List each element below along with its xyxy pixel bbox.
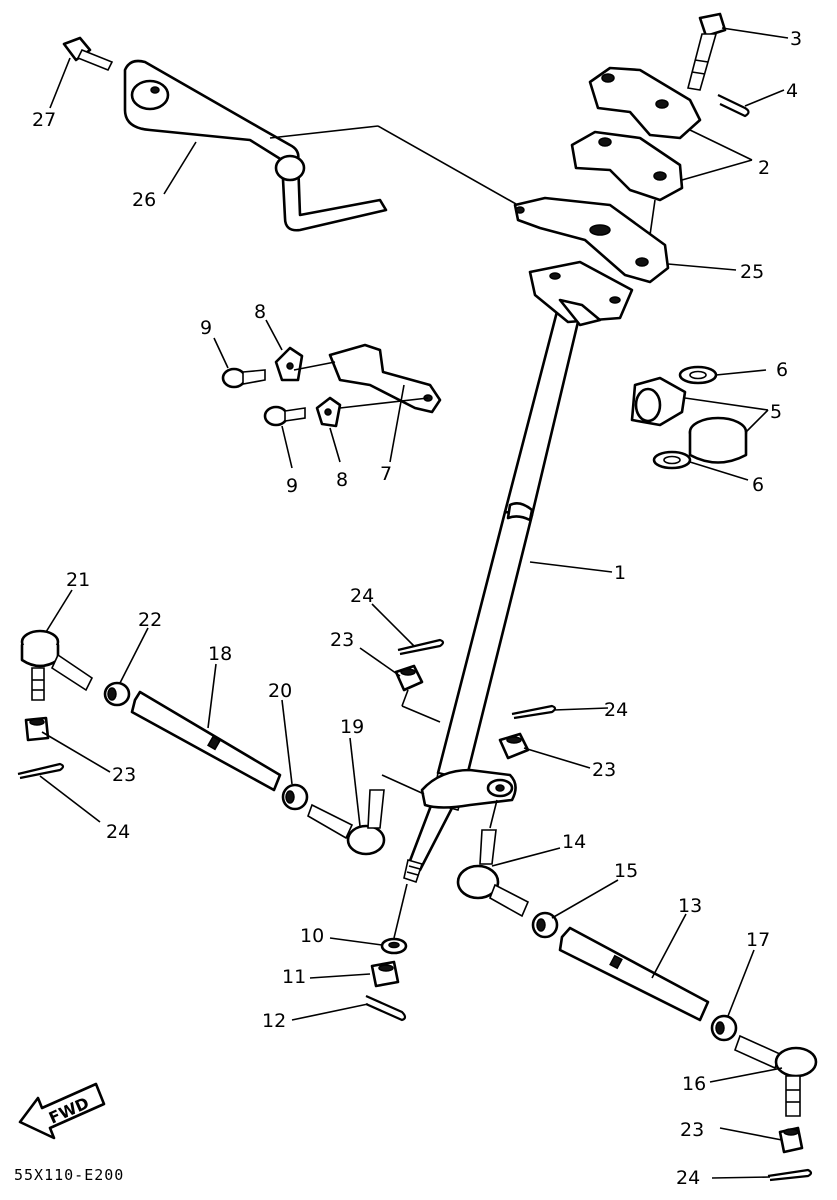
handlebar-holder-lower (570, 130, 684, 202)
cotter-pin-24-right (767, 1168, 813, 1182)
handlebar (123, 59, 388, 232)
callout-6a: 6 (776, 359, 788, 381)
callout-2: 2 (758, 157, 770, 179)
callout-13: 13 (678, 895, 702, 917)
screw-lower (263, 405, 306, 427)
callout-9a: 9 (200, 317, 212, 339)
nut-23-left (24, 716, 50, 742)
callout-23d: 23 (680, 1119, 704, 1141)
callout-4: 4 (786, 80, 798, 102)
callout-labels: 1 2 3 4 5 6 6 7 8 8 9 9 10 11 12 13 14 1… (32, 28, 802, 1189)
callout-24c: 24 (604, 699, 628, 721)
cotter-pin-24-left (17, 762, 65, 780)
washer-10 (380, 937, 408, 955)
cotter-pin-4 (717, 94, 750, 118)
callout-14: 14 (562, 831, 586, 853)
callout-10: 10 (300, 925, 324, 947)
bushing-lower (688, 416, 748, 464)
steering-shaft (403, 260, 634, 884)
clamp-upper (274, 346, 304, 382)
callout-18: 18 (208, 643, 232, 665)
tie-rod-end-21 (20, 629, 94, 701)
nut-23-center (498, 732, 530, 760)
tie-rod-18 (130, 690, 282, 792)
nut-23-right (778, 1126, 804, 1154)
tie-rod-end-14 (456, 829, 530, 918)
washer-upper (678, 365, 718, 385)
callout-15: 15 (614, 860, 638, 882)
washer-lower (652, 450, 692, 470)
nut-23-upper (394, 664, 424, 692)
callout-26: 26 (132, 189, 156, 211)
handlebar-holder-upper (588, 66, 702, 140)
callout-3: 3 (790, 28, 802, 50)
callout-23c: 23 (592, 759, 616, 781)
callout-25: 25 (740, 261, 764, 283)
callout-20: 20 (268, 680, 292, 702)
bushing-upper (630, 376, 687, 427)
callout-16: 16 (682, 1073, 706, 1095)
tie-rod-end-16 (733, 1034, 818, 1117)
cotter-pin-24-upper (397, 638, 445, 656)
cable-bracket (328, 343, 442, 414)
callout-12: 12 (262, 1010, 286, 1032)
handlebar-bolt (62, 36, 114, 72)
callout-24a: 24 (106, 821, 130, 843)
callout-7: 7 (380, 463, 392, 485)
clamp-lower (315, 396, 342, 428)
callout-8a: 8 (254, 301, 266, 323)
callout-9b: 9 (286, 475, 298, 497)
handlebar-holder-bracket (513, 196, 670, 284)
callout-19: 19 (340, 716, 364, 738)
fwd-arrow-icon: FWD (18, 1082, 106, 1140)
callout-23a: 23 (112, 764, 136, 786)
cotter-pin-24-center (511, 704, 557, 720)
callout-5: 5 (770, 401, 782, 423)
nut-20 (281, 783, 309, 811)
nut-15 (531, 911, 559, 939)
callout-23b: 23 (330, 629, 354, 651)
callout-24d: 24 (676, 1167, 700, 1189)
callout-21: 21 (66, 569, 90, 591)
callout-24b: 24 (350, 585, 374, 607)
callout-17: 17 (746, 929, 770, 951)
callout-1: 1 (614, 562, 626, 584)
tie-rod-13 (558, 926, 710, 1022)
leader-lines (39, 27, 789, 1179)
callout-8b: 8 (336, 469, 348, 491)
callout-6b: 6 (752, 474, 764, 496)
drawing-code: 55X110-E200 (14, 1166, 124, 1184)
callout-11: 11 (282, 966, 306, 988)
screw-upper (221, 367, 266, 389)
nut-11 (370, 960, 400, 988)
holder-bolt (687, 12, 727, 91)
callout-27: 27 (32, 109, 56, 131)
nut-22 (103, 681, 131, 707)
nut-17 (710, 1014, 738, 1042)
callout-22: 22 (138, 609, 162, 631)
tie-rod-end-19 (307, 789, 386, 856)
cotter-pin-12 (365, 994, 407, 1022)
